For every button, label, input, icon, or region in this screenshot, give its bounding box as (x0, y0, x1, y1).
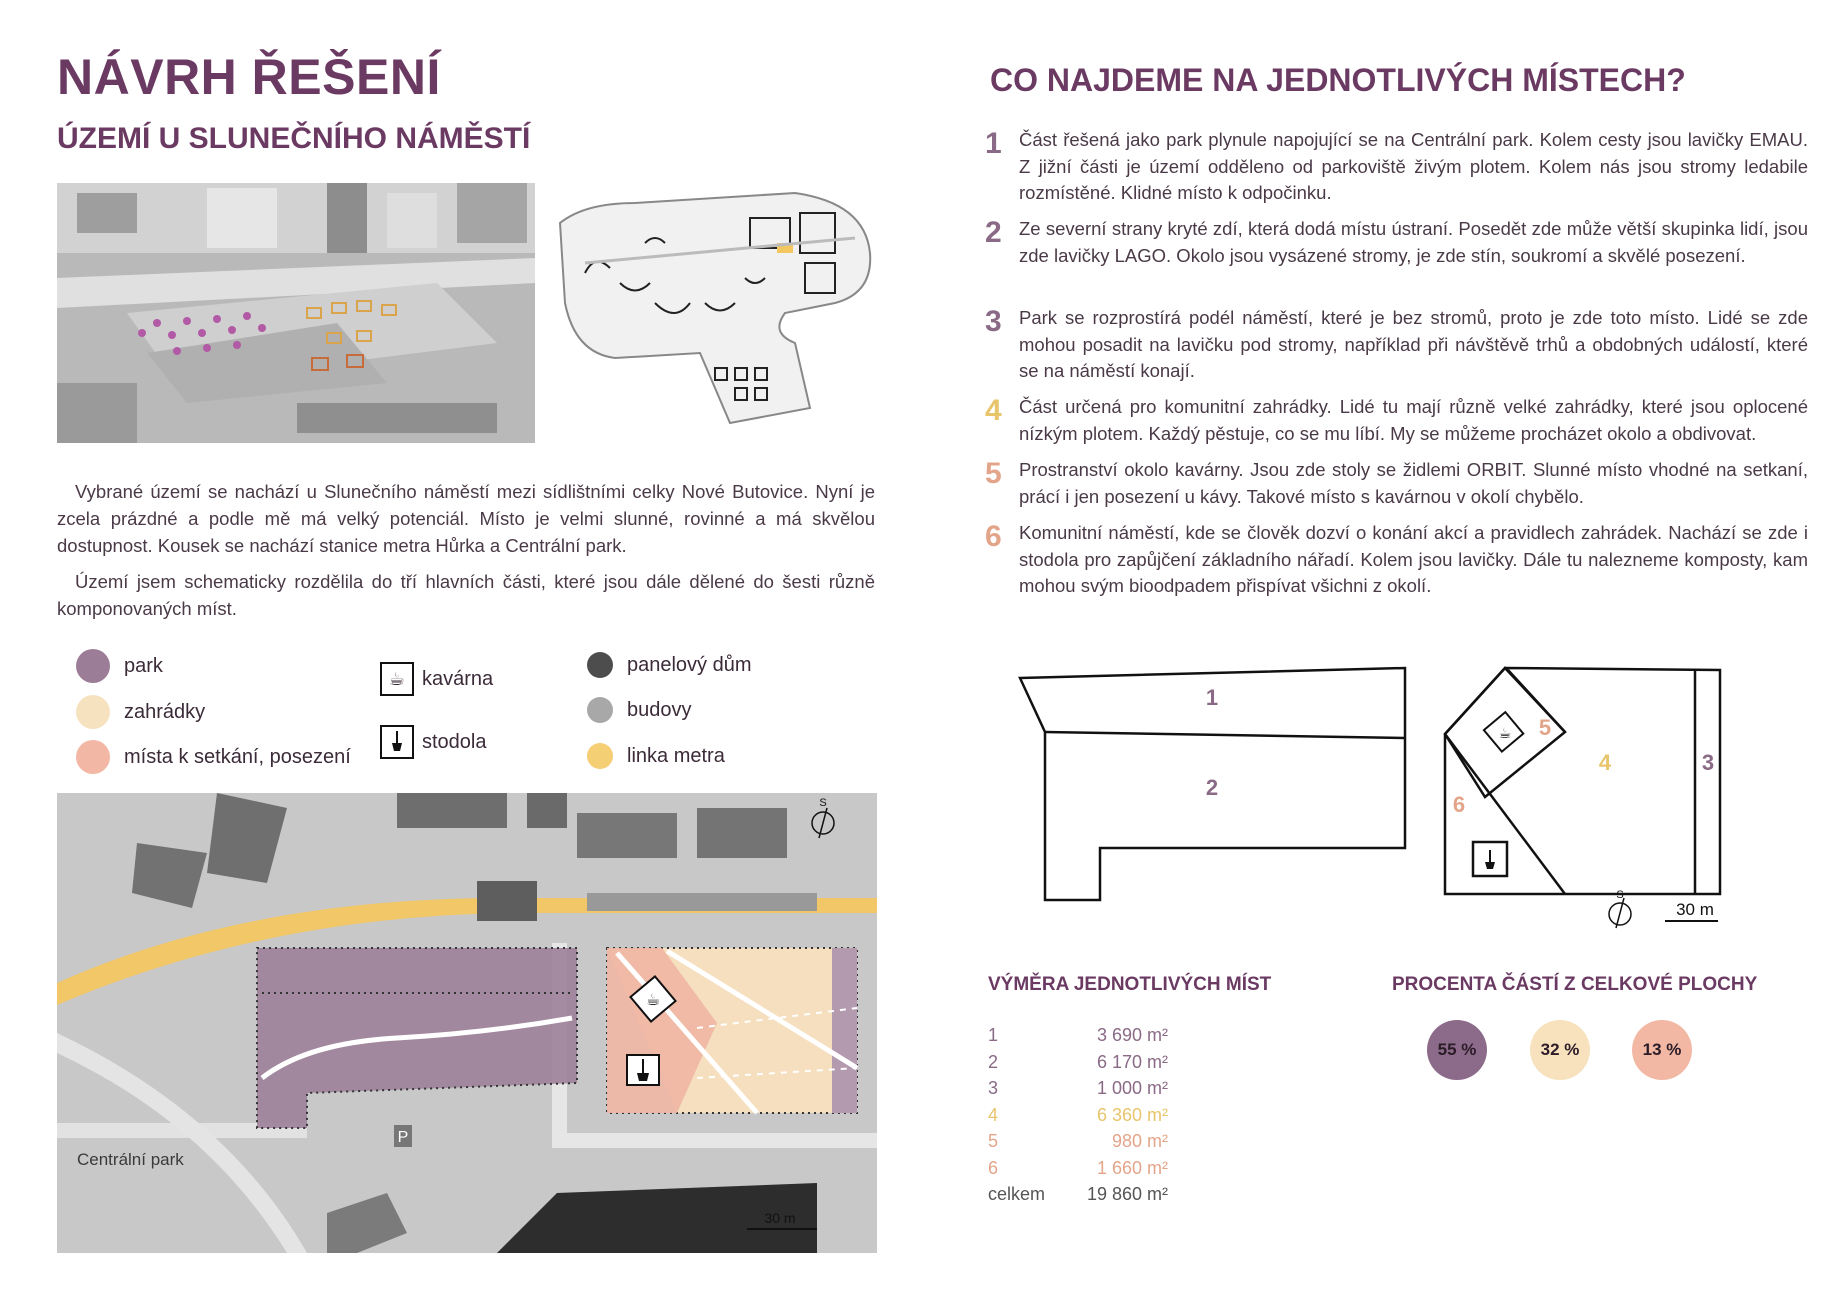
legend-zahradky: zahrádky (76, 695, 205, 729)
scheme-label-3: 3 (1702, 750, 1714, 775)
scheme-scale-label: 30 m (1676, 900, 1714, 919)
intro-paragraph: Vybrané území se nachází u Slunečního ná… (57, 481, 875, 556)
svg-text:☕: ☕ (646, 992, 660, 1009)
panelovy-swatch (587, 652, 613, 678)
zahradky-swatch (76, 695, 110, 729)
mista-swatch (76, 740, 110, 774)
map-scale-label: 30 m (764, 1210, 795, 1226)
legend-budovy: budovy (587, 697, 692, 723)
places-heading: CO NAJDEME NA JEDNOTLIVÝCH MÍSTECH? (990, 62, 1686, 98)
map-coffee-icon: ☕ (629, 975, 677, 1023)
list-item: 3 Park se rozprostírá podél náměstí, kte… (985, 305, 1808, 381)
legend-mista: místa k setkání, posezení (76, 740, 351, 774)
legend-metro: linka metra (587, 743, 725, 769)
coffee-cup-icon: ☕ (380, 662, 414, 696)
scheme-label-4: 4 (1599, 750, 1612, 775)
scheme-label-2: 2 (1206, 775, 1218, 800)
list-item: 2 Ze severní strany kryté zdí, která dod… (985, 216, 1808, 266)
legend-kavarna: ☕ kavárna (380, 662, 493, 696)
scheme-label-6: 6 (1453, 792, 1465, 817)
parking-label: P (398, 1129, 409, 1146)
page-subtitle: ÚZEMÍ U SLUNEČNÍHO NÁMĚSTÍ (57, 122, 531, 155)
aerial-photo (57, 183, 535, 443)
scheme-coffee-icon: ☕ (1499, 725, 1512, 741)
scheme-label-1: 1 (1206, 685, 1218, 710)
scheme-shovel-icon (1489, 850, 1491, 862)
page-title: NÁVRH ŘEŠENÍ (57, 49, 441, 105)
scheme-label-5: 5 (1539, 715, 1551, 740)
percent-mista: 13 % (1632, 1020, 1692, 1080)
legend-panelovy: panelový dům (587, 652, 752, 678)
map-north-label: S (819, 797, 826, 809)
district-overview-map (545, 183, 875, 443)
list-item: 6 Komunitní náměstí, kde se člověk dozví… (985, 520, 1808, 596)
percent-park: 55 % (1427, 1020, 1487, 1080)
zoning-scheme: ☕ 1 2 3 4 5 6 S 30 m (1005, 662, 1810, 932)
division-paragraph: Území jsem schematicky rozdělila do tří … (57, 571, 875, 619)
central-park-label: Centrální park (77, 1150, 184, 1169)
shovel-icon (380, 725, 414, 759)
metro-swatch (587, 743, 613, 769)
legend-park: park (76, 649, 163, 683)
site-plan-map: ☕ P S 30 m Centrální park (57, 793, 877, 1253)
scheme-north-label: S (1616, 889, 1623, 901)
list-item: 5 Prostranství okolo kavárny. Jsou zde s… (985, 457, 1808, 507)
legend-stodola: stodola (380, 725, 487, 759)
budovy-swatch (587, 697, 613, 723)
map-shovel-icon (626, 1054, 660, 1086)
percent-zahradky: 32 % (1530, 1020, 1590, 1080)
list-item: 4 Část určená pro komunitní zahrádky. Li… (985, 394, 1808, 444)
list-item: 1 Část řešená jako park plynule napojují… (985, 127, 1808, 203)
park-swatch (76, 649, 110, 683)
percent-heading: PROCENTA ČÁSTÍ Z CELKOVÉ PLOCHY (1392, 974, 1758, 995)
areas-heading: VÝMĚRA JEDNOTLIVÝCH MÍST (988, 974, 1272, 995)
